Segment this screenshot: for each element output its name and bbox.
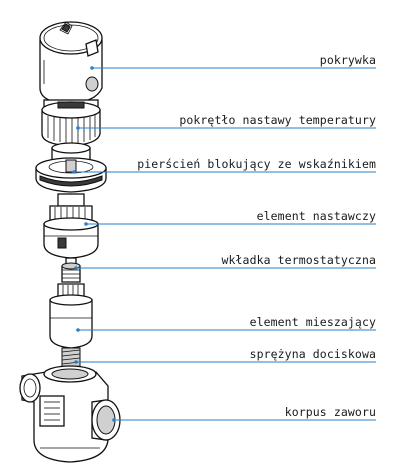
leader-dot-pierscien <box>72 170 76 174</box>
label-element-mieszajacy: element mieszający <box>249 315 376 329</box>
leader-dot-sprezyna <box>74 360 78 364</box>
leader-lines <box>72 66 376 422</box>
leader-dot-pokrywka <box>90 66 94 70</box>
leader-dot-element-nastawczy <box>84 222 88 226</box>
locking-ring-part <box>35 142 107 193</box>
label-pokretlo: pokrętło nastawy temperatury <box>179 113 376 127</box>
leader-dot-pokretlo <box>76 126 80 130</box>
leader-dot-element-mieszajacy <box>76 328 80 332</box>
label-pokrywka: pokrywka <box>319 53 376 67</box>
cap-part <box>39 21 103 105</box>
setting-element-part <box>43 193 99 259</box>
mixing-element-part <box>49 283 93 349</box>
label-sprezyna: sprężyna dociskowa <box>249 347 376 361</box>
knob-part <box>41 99 101 147</box>
label-wkladka: wkładka termostatyczna <box>221 253 376 267</box>
label-element-nastawczy: element nastawczy <box>256 209 376 223</box>
leader-dot-korpus <box>112 418 116 422</box>
label-pierscien: pierścień blokujący ze wskaźnikiem <box>137 157 376 171</box>
thermostatic-insert-part <box>61 257 81 283</box>
leader-dot-wkladka <box>74 266 78 270</box>
valve-body-part <box>19 365 121 463</box>
label-korpus: korpus zaworu <box>284 405 376 419</box>
